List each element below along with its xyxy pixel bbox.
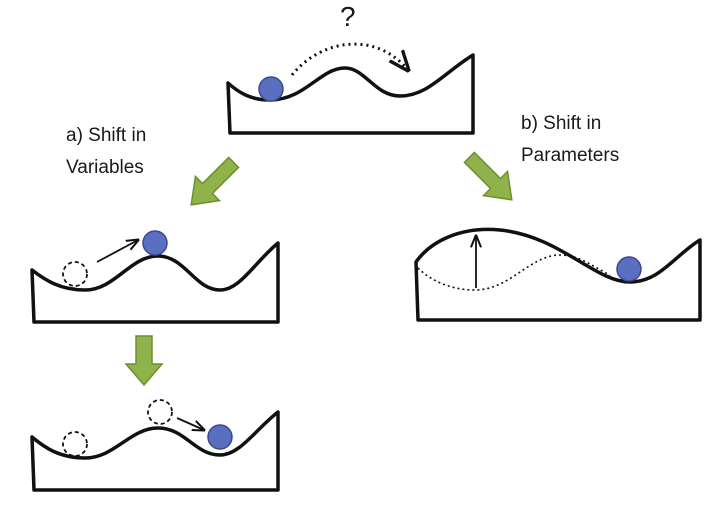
move-arrow-a2 — [176, 417, 204, 430]
landscape-a1-outline — [30, 241, 280, 324]
landscape-b — [414, 227, 702, 322]
green-arrow-right — [463, 151, 513, 201]
ball-a1 — [142, 230, 168, 256]
ghost-ball-a1 — [62, 261, 88, 287]
ball-a2 — [207, 424, 233, 450]
ghost-ball-a2-left — [62, 431, 88, 457]
top-landscape-outline — [226, 53, 475, 135]
top-landscape: ? — [226, 1, 475, 135]
green-arrow-left — [190, 156, 240, 206]
landscape-b-outline — [414, 227, 702, 322]
top-ball — [258, 76, 284, 102]
ghost-ball-a2-peak — [147, 399, 173, 425]
green-arrow-down — [124, 335, 164, 387]
ball-b — [616, 256, 642, 282]
label-a-line1: a) Shift in — [66, 125, 146, 146]
label-b-line1: b) Shift in — [521, 113, 601, 134]
label-b-line2: Parameters — [521, 145, 619, 166]
move-arrow-a1 — [96, 240, 138, 263]
landscape-a1 — [30, 230, 280, 324]
old-landscape-dotted — [417, 254, 611, 291]
question-mark: ? — [340, 1, 356, 32]
landscape-a2 — [30, 399, 280, 492]
landscape-a2-outline — [30, 410, 280, 492]
label-a-line2: Variables — [66, 157, 144, 178]
